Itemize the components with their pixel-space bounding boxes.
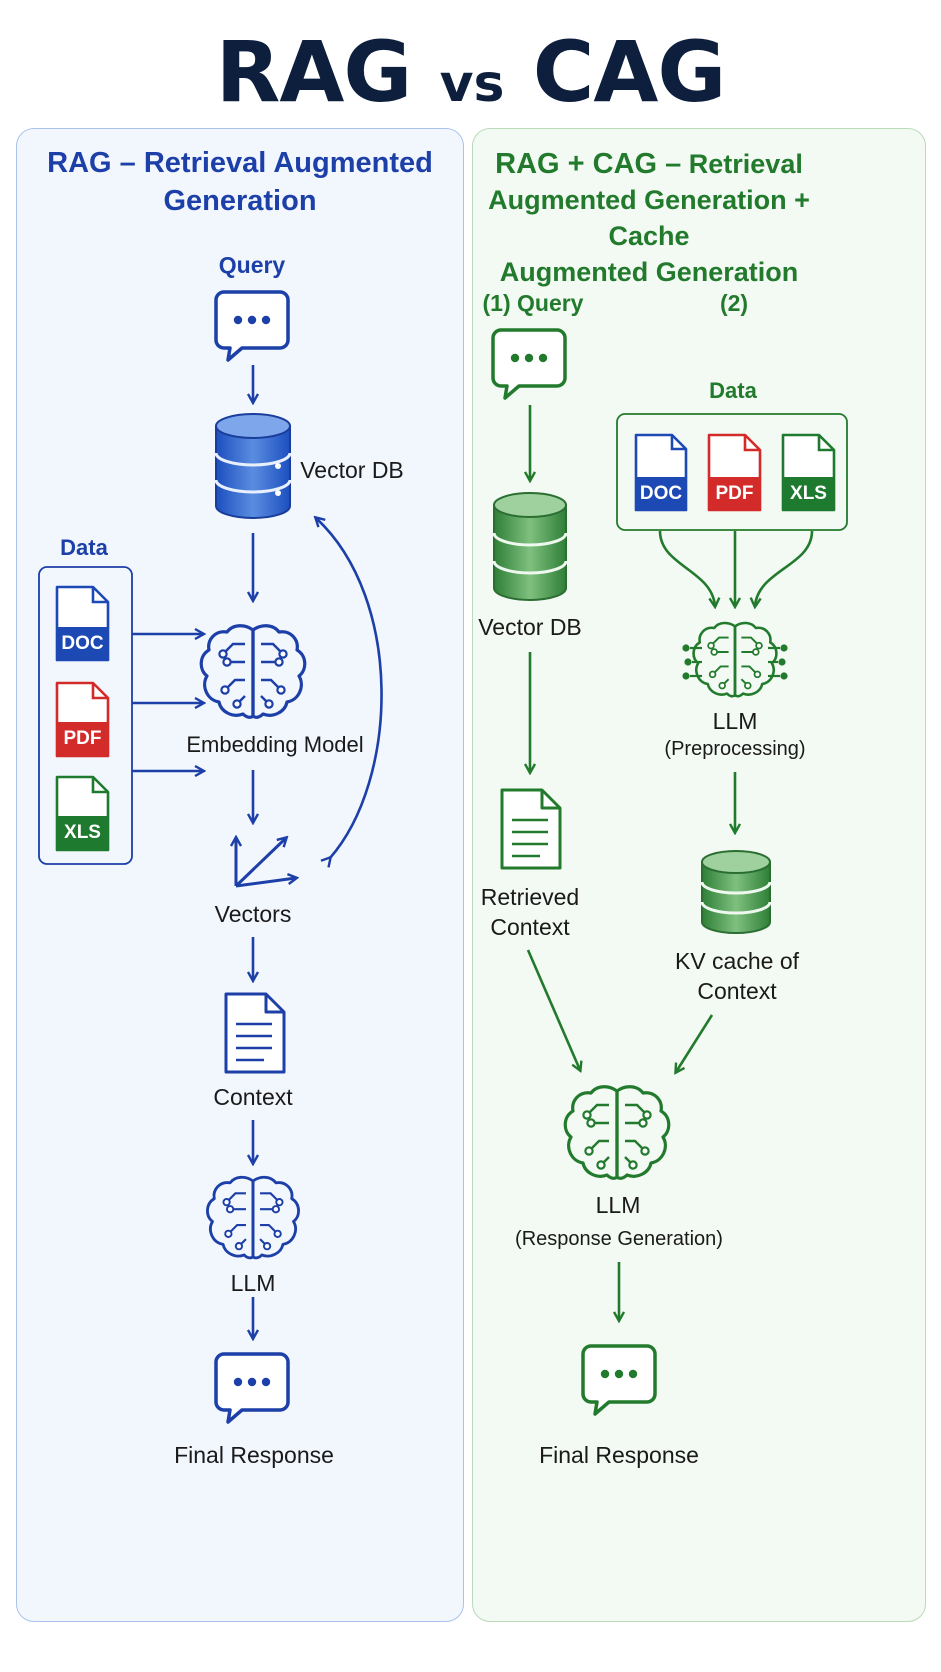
cag-query-chat-icon: [491, 328, 567, 400]
rag-vectors-label: Vectors: [214, 901, 292, 927]
rag-query-chat-icon: [214, 290, 290, 362]
cag-query-label: (1) Query: [482, 290, 584, 316]
cag-retrieved-context-doc-icon: [500, 788, 562, 870]
cag-llm-preprocessing-label: LLM: [712, 708, 758, 734]
cag-title-line3: Augmented Generation: [499, 257, 799, 287]
cag-pdf-file-icon: [707, 433, 762, 512]
rag-final-response-label: Final Response: [174, 1442, 334, 1468]
rag-doc-label: DOC: [61, 633, 104, 654]
cag-llm-generation-sublabel: (Response Generation): [515, 1228, 723, 1250]
cag-data-box: [616, 413, 848, 531]
rag-vector-db-label: Vector DB: [300, 457, 404, 483]
title-rag: RAG: [215, 23, 413, 121]
rag-final-response-chat-icon: [214, 1352, 290, 1424]
rag-xls-label: XLS: [64, 822, 101, 843]
title-vs: vs: [439, 54, 505, 114]
cag-panel-title: RAG + CAG – Retrieval Augmented Generati…: [474, 146, 824, 290]
rag-title-line1: RAG – Retrieval Augmented: [47, 147, 433, 179]
rag-vectors-icon: [236, 838, 296, 888]
page-title: RAG vs CAG: [0, 22, 941, 134]
rag-query-label: Query: [218, 252, 286, 278]
cag-final-response-chat-icon: [581, 1344, 657, 1416]
cag-kv-cache-label: KV cache of Context: [668, 946, 806, 1006]
cag-data-label: Data: [709, 378, 757, 403]
cag-llm-preprocessing-brain-icon: [692, 621, 778, 698]
cag-retrieved-context-label: Retrieved Context: [470, 882, 590, 942]
cag-doc-label: DOC: [639, 483, 683, 504]
cag-final-response-label: Final Response: [539, 1442, 699, 1468]
rag-embedding-model-label: Embedding Model: [186, 732, 364, 757]
rag-data-box: [38, 566, 133, 865]
cag-kv-cache-line1: KV cache of: [674, 948, 800, 974]
cag-vector-db-icon: [492, 492, 568, 601]
cag-llm-preprocessing-sublabel: (Preprocessing): [664, 738, 806, 760]
rag-pdf-label: PDF: [63, 728, 102, 749]
cag-llm-generation-brain-icon: [563, 1085, 671, 1180]
title-cag: CAG: [532, 23, 727, 121]
cag-title-line1-bold: RAG + CAG –: [495, 148, 682, 180]
cag-vector-db-label: Vector DB: [478, 614, 582, 640]
cag-doc-file-icon: [634, 433, 688, 512]
rag-context-doc-icon: [224, 992, 286, 1074]
cag-pdf-label: PDF: [715, 483, 754, 504]
rag-context-label: Context: [213, 1084, 293, 1110]
rag-title-line2: Generation: [163, 185, 317, 217]
rag-xls-file-icon: [55, 775, 110, 852]
cag-xls-file-icon: [781, 433, 836, 512]
cag-title-line2: Augmented Generation + Cache: [488, 185, 810, 251]
cag-kv-cache-line2: Context: [697, 978, 777, 1004]
rag-vector-db-icon: [214, 413, 292, 519]
cag-llm-signal-lines: [682, 644, 788, 680]
rag-llm-brain-icon: [206, 1175, 300, 1260]
rag-doc-file-icon: [55, 585, 110, 662]
cag-xls-label: XLS: [790, 483, 827, 504]
rag-embedding-brain-icon: [199, 624, 307, 719]
rag-pdf-file-icon: [55, 681, 110, 758]
cag-kv-cache-db-icon: [700, 850, 772, 934]
cag-title-line1-rest: Retrieval: [688, 149, 803, 179]
rag-llm-label: LLM: [230, 1270, 276, 1296]
cag-title-line1: RAG + CAG – Retrieval: [474, 146, 824, 182]
rag-data-label: Data: [60, 535, 108, 560]
cag-retrieved-context-line2: Context: [490, 914, 570, 940]
cag-step2-label: (2): [719, 290, 749, 316]
rag-panel-title: RAG – Retrieval Augmented Generation: [20, 144, 460, 220]
cag-retrieved-context-line1: Retrieved: [480, 884, 580, 910]
cag-llm-generation-label: LLM: [595, 1192, 641, 1218]
